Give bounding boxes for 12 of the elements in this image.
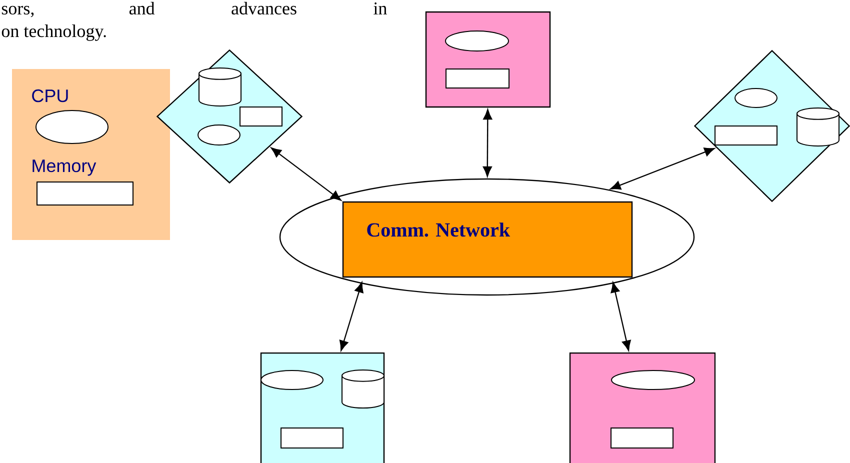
site-box-drawing bbox=[425, 11, 551, 108]
network-box: Comm. Network bbox=[342, 201, 633, 278]
body-text: sors, and advances in bbox=[2, 2, 387, 18]
arrow bbox=[270, 147, 342, 201]
site-box-drawing bbox=[569, 352, 716, 463]
arrow bbox=[340, 282, 364, 351]
arrow bbox=[482, 109, 492, 177]
arrow bbox=[610, 148, 715, 190]
site-box-drawing bbox=[260, 352, 385, 463]
legend-panel: CPU Memory bbox=[12, 69, 170, 240]
arrow bbox=[610, 282, 631, 351]
body-text: on technology. bbox=[2, 24, 106, 41]
